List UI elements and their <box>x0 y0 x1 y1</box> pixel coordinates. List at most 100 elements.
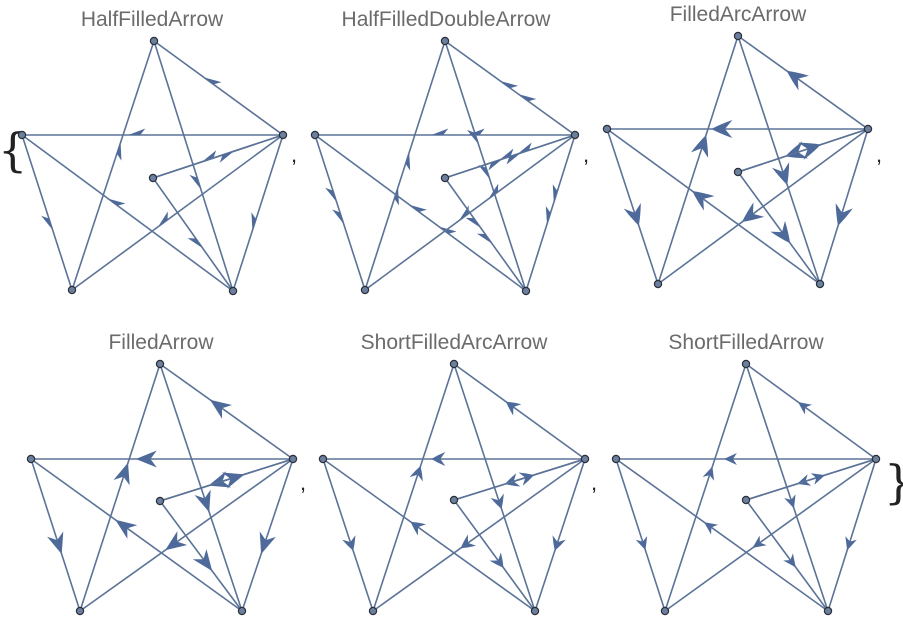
edge-arrowhead <box>438 226 457 234</box>
graph-vertex <box>17 130 27 140</box>
graph-edge <box>314 134 366 291</box>
panel-short-filled-arc-arrow: ShortFilledArcArrow <box>318 331 590 616</box>
graph-vertex <box>863 124 873 134</box>
graph-edge <box>827 458 877 612</box>
edge-arrowhead <box>783 553 796 568</box>
graph-edge <box>664 458 877 612</box>
graph-vertex <box>733 31 743 41</box>
graph-edge <box>314 134 527 292</box>
graph-vertex <box>228 286 238 296</box>
edge-arrowhead <box>489 552 504 568</box>
edge-arrowhead <box>194 489 211 513</box>
edge-arrowhead <box>723 453 737 465</box>
edge-arrowhead <box>251 212 257 231</box>
graph-edge <box>615 458 666 612</box>
edge-arrowhead <box>772 162 790 185</box>
graph-edge <box>534 458 586 612</box>
edge-arrowhead <box>209 399 233 419</box>
edge-arrowhead <box>545 206 551 225</box>
list-separator: , <box>300 470 306 495</box>
edge-arrowhead <box>500 81 519 89</box>
graph-edge <box>615 458 829 612</box>
graph-edge <box>453 499 536 612</box>
panel-title: HalfFilledDoubleArrow <box>342 8 552 31</box>
edge-arrowhead <box>135 450 157 468</box>
edge-arrowhead <box>552 184 558 203</box>
graph-vertex <box>449 495 459 505</box>
graph-vertex <box>310 130 320 140</box>
graph-edge <box>444 177 527 292</box>
panel-title: ShortFilledArrow <box>668 331 824 354</box>
graph-edge <box>153 40 284 136</box>
graph-vertex <box>149 36 159 46</box>
edge-arrowhead <box>488 158 503 171</box>
edge-arrowhead <box>115 519 138 539</box>
edge-arrowhead <box>431 128 449 135</box>
edge-arrowhead <box>189 174 201 190</box>
edge-arrowhead <box>703 522 719 535</box>
graph-edge <box>745 499 829 612</box>
graph-edge <box>21 134 234 292</box>
edge-arrowhead <box>499 148 514 161</box>
edge-arrowhead <box>786 70 809 91</box>
edge-arrowhead <box>128 128 146 135</box>
edge-arrowhead <box>552 535 566 551</box>
list-separator: , <box>591 470 597 495</box>
edge-arrowhead <box>325 187 337 202</box>
graph-vertex <box>815 279 825 289</box>
edge-arrowhead <box>165 531 188 551</box>
edge-arrowhead <box>518 472 535 486</box>
edge-arrowhead <box>797 401 812 415</box>
edge-arrowhead <box>505 401 522 416</box>
edge-arrowhead <box>113 462 130 486</box>
graph-vertex <box>237 606 247 616</box>
graph-edge <box>737 35 821 285</box>
graph-vertex <box>288 454 298 464</box>
graph-edge <box>737 35 869 130</box>
graph-vertex <box>602 124 612 134</box>
panel-title: ShortFilledArcArrow <box>361 331 549 354</box>
edge-arrowhead <box>810 473 825 485</box>
graph-edge <box>152 134 284 179</box>
edge-arrowhead <box>460 534 477 549</box>
graph-edge <box>153 40 234 292</box>
graph-edge <box>322 458 374 612</box>
list-separator: , <box>876 142 882 167</box>
graph-vertex <box>521 286 531 296</box>
edge-arrowhead <box>488 183 499 199</box>
edge-arrowhead <box>784 494 796 509</box>
edge-arrowhead <box>702 466 715 481</box>
graph-edge <box>606 128 821 285</box>
edge-arrowhead <box>187 238 203 249</box>
list-separator: , <box>291 142 297 167</box>
graph-edge <box>322 458 536 612</box>
edge-arrowhead <box>465 217 481 228</box>
edge-arrowhead <box>466 129 479 145</box>
graph-vertex <box>155 359 165 369</box>
edge-arrowhead <box>203 77 222 85</box>
graph-edge <box>21 134 73 291</box>
edge-arrowhead <box>431 452 446 466</box>
graph-vertex <box>871 454 881 464</box>
edge-arrowhead <box>157 211 168 227</box>
graph-vertex <box>368 606 378 616</box>
edge-arrowhead <box>221 472 245 489</box>
graph-edge <box>159 458 294 502</box>
graph-edge <box>745 363 877 460</box>
graph-edge <box>159 363 294 460</box>
edge-arrowhead <box>770 220 791 244</box>
graph-edge <box>444 40 527 292</box>
edge-arrowhead <box>108 198 126 206</box>
graph-vertex <box>611 454 621 464</box>
graph-vertex <box>660 606 670 616</box>
edge-arrowhead <box>517 142 532 155</box>
edge-arrowhead <box>635 536 648 551</box>
graph-edge <box>30 458 81 612</box>
graph-vertex <box>580 454 590 464</box>
edge-arrowhead <box>741 202 765 223</box>
edge-arrowhead <box>458 205 469 221</box>
graph-vertex <box>360 285 370 295</box>
edge-arrowhead <box>219 151 234 163</box>
graph-vertex <box>148 173 158 183</box>
edge-arrowhead <box>476 233 493 244</box>
